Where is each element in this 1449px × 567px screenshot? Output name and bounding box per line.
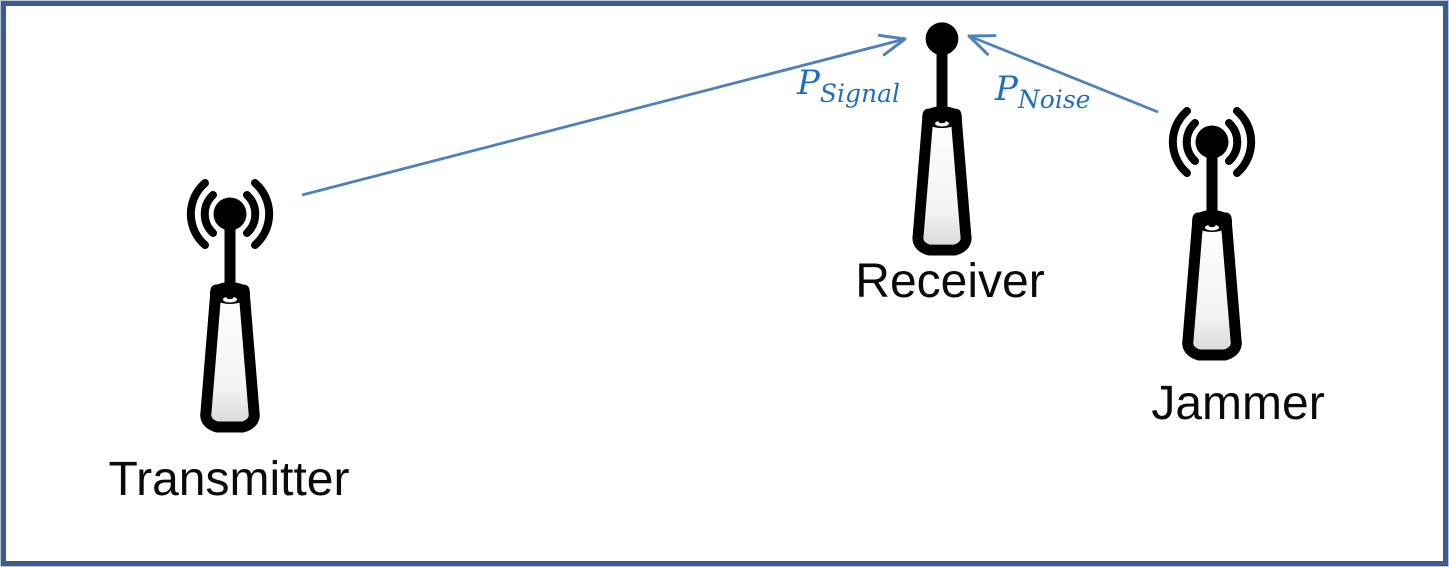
- noise-power-symbol: P: [995, 69, 1018, 109]
- noise-arrow: [967, 34, 1159, 114]
- jammer-label: Jammer: [1151, 377, 1325, 430]
- jammer-radio-tower-icon: [1162, 104, 1262, 366]
- signal-arrow: [301, 33, 907, 197]
- signal-power-symbol: P: [797, 63, 820, 103]
- noise-power-subscript: Noise: [1017, 85, 1091, 114]
- noise-power-label: PNoise: [995, 72, 1090, 112]
- signal-power-label: PSignal: [797, 66, 900, 106]
- receiver-label: Receiver: [855, 255, 1045, 308]
- signal-power-subscript: Signal: [819, 79, 901, 108]
- receiver-antenna-icon: [892, 1, 992, 261]
- transmitter-label: Transmitter: [108, 453, 350, 506]
- transmitter-radio-tower-icon: [180, 176, 280, 438]
